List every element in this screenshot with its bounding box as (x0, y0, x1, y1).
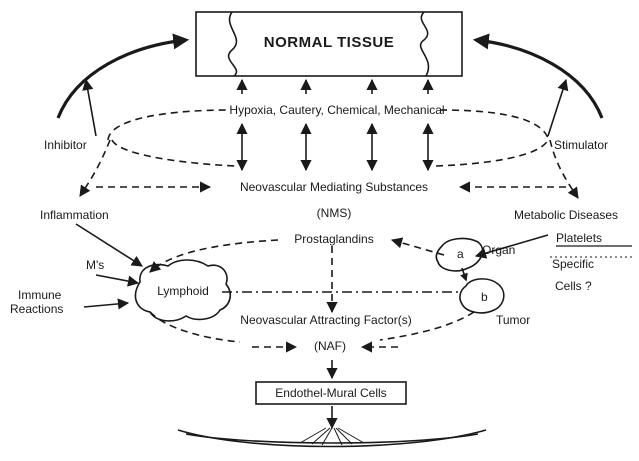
nms-label: Neovascular Mediating Substances (240, 180, 428, 194)
naf-label: Neovascular Attracting Factor(s) (240, 313, 411, 327)
prostaglandins-label: Prostaglandins (294, 232, 373, 246)
inflammation-label: Inflammation (40, 208, 109, 222)
metabolic-diseases-label: Metabolic Diseases (514, 208, 618, 222)
immune-arrow (84, 303, 128, 307)
vessel-inner (186, 434, 478, 443)
tissue-wave-right (421, 12, 429, 76)
specific-cells-label-2: Cells ? (555, 279, 592, 293)
inhibitor-label: Inhibitor (44, 138, 87, 152)
specific-cells-label-1: Specific (552, 257, 594, 271)
organ-label: Organ (482, 243, 515, 257)
endothel-label: Endothel-Mural Cells (275, 386, 386, 400)
naf-abbrev-label: (NAF) (314, 339, 346, 353)
ms-label: M's (86, 258, 104, 272)
platelets-label: Platelets (556, 231, 602, 245)
node-a-label: a (457, 247, 464, 261)
inhibitor-thick-arrow (58, 40, 186, 118)
inhibitor-thin-arrow (86, 80, 96, 136)
nms-abbrev-label: (NMS) (317, 206, 352, 220)
stimulator-thick-arrow (476, 40, 602, 118)
lymphoid-label: Lymphoid (157, 284, 209, 298)
immune-label-1: Immune (18, 288, 61, 302)
ms-arrow (96, 275, 138, 283)
dashed-organ-to-prostaglandins (392, 240, 444, 255)
stimulator-thin-arrow (548, 80, 566, 136)
tissue-wave-left (229, 12, 237, 76)
stimulator-label: Stimulator (554, 138, 608, 152)
causes-label: Hypoxia, Cautery, Chemical, Mechanical (229, 103, 444, 117)
node-b-label: b (481, 290, 488, 304)
dashed-lymphoid-to-naf (150, 312, 240, 342)
immune-label-2: Reactions (10, 302, 63, 316)
dashed-loop-lower (112, 140, 548, 166)
tumor-label: Tumor (496, 313, 530, 327)
normal-tissue-label: NORMAL TISSUE (264, 36, 394, 50)
dashed-prostaglandins-to-lymphoid (150, 240, 278, 272)
